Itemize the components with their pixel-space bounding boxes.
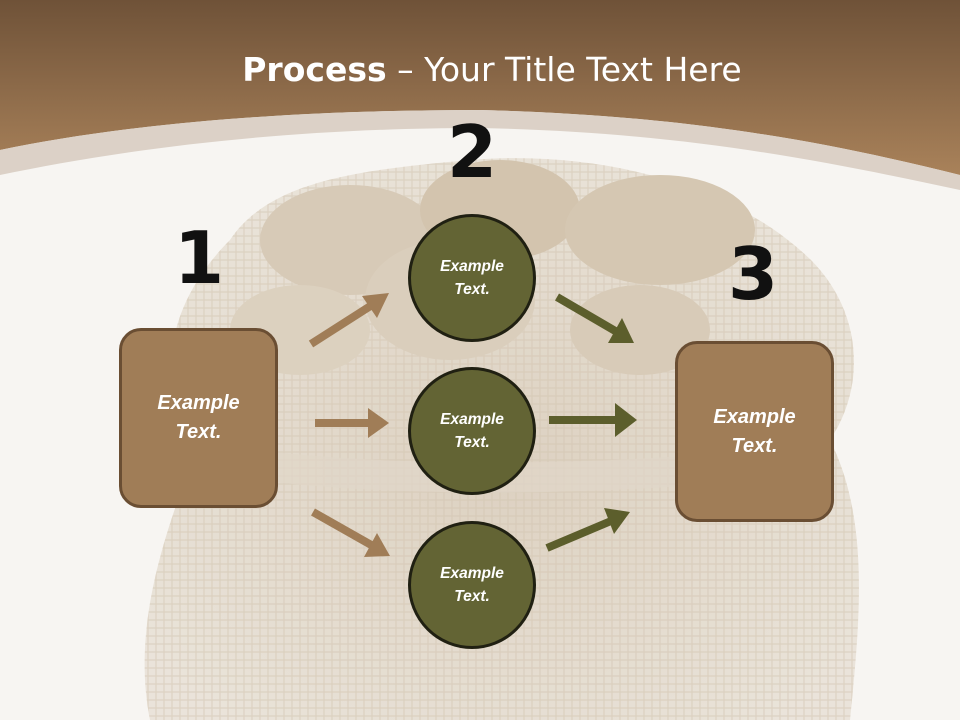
circle-middle: Example Text. <box>408 367 536 495</box>
circle-top-text: Example Text. <box>440 258 504 298</box>
step-number-2: 2 <box>446 110 498 194</box>
circle-bottom: Example Text. <box>408 521 536 649</box>
circle-top: Example Text. <box>408 214 536 342</box>
arrow-left-to-middle <box>315 408 389 438</box>
arrow-middle-to-right <box>549 403 637 437</box>
step-number-1: 1 <box>173 216 225 300</box>
right-box-text: Example Text. <box>713 405 796 457</box>
left-box-text: Example Text. <box>157 392 240 443</box>
left-text-box: Example Text. <box>119 328 278 508</box>
title-rest: – Your Title Text Here <box>386 50 742 89</box>
step-number-3: 3 <box>727 232 779 316</box>
circle-middle-text: Example Text. <box>440 411 504 451</box>
arrow-left-to-bottom <box>311 508 390 557</box>
arrow-left-to-top <box>308 293 389 348</box>
arrow-bottom-to-right <box>545 508 630 552</box>
title-bold: Process <box>242 50 387 89</box>
right-text-box: Example Text. <box>675 341 834 522</box>
arrow-top-to-right <box>554 293 634 343</box>
circle-bottom-text: Example Text. <box>440 565 504 605</box>
slide-title: Process – Your Title Text Here <box>0 50 960 89</box>
